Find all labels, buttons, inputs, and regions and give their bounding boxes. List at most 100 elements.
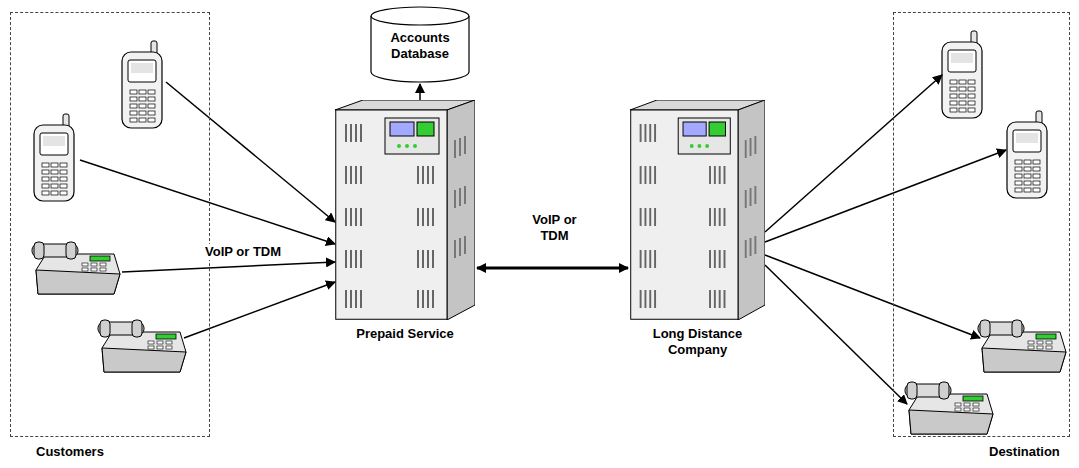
- desk-phone: [32, 242, 120, 294]
- illustration-part: [447, 100, 475, 320]
- cell-phone: [122, 41, 162, 128]
- illustration-part: [709, 122, 725, 136]
- illustration-part: [724, 166, 726, 184]
- illustration-part: [422, 166, 424, 184]
- illustration-part: [422, 290, 424, 308]
- illustration-part: [345, 290, 347, 308]
- customers-region: Customers: [10, 12, 210, 437]
- illustration-part: [432, 208, 434, 226]
- cell-phone: [34, 114, 74, 201]
- illustration-part: [754, 236, 756, 254]
- illustration-part: [427, 290, 429, 308]
- connector-line: [477, 267, 628, 270]
- illustration-part: [709, 208, 711, 226]
- illustration-part: [371, 7, 469, 25]
- database-cylinder: Accounts Database: [370, 6, 470, 84]
- connector-line: [166, 82, 335, 222]
- illustration-part: [464, 136, 466, 154]
- illustration-part: [459, 138, 461, 156]
- illustration-part: [350, 166, 352, 184]
- illustration-part: [464, 186, 466, 204]
- illustration-part: [360, 290, 362, 308]
- illustration-part: [644, 290, 646, 308]
- connector: [765, 75, 1006, 404]
- database-label: Accounts Database: [376, 30, 464, 62]
- illustration-part: [390, 122, 414, 136]
- illustration-part: [336, 110, 447, 319]
- illustration-part: [649, 208, 651, 226]
- illustration-part: [640, 208, 642, 226]
- illustration-part: [709, 290, 711, 308]
- illustration-part: [719, 166, 721, 184]
- illustration-part: [454, 240, 456, 258]
- illustration-part: [355, 208, 357, 226]
- illustration-part: [371, 16, 469, 82]
- connector-line: [80, 160, 335, 244]
- destination-region: Destination: [893, 12, 1070, 437]
- region-label: Destination: [989, 444, 1060, 460]
- illustration-part: [397, 144, 401, 148]
- connector-line: [184, 282, 335, 338]
- illustration-part: [355, 290, 357, 308]
- connector: [420, 84, 421, 100]
- server-label: Long Distance Company: [630, 326, 765, 358]
- server-node: Long Distance Company: [630, 100, 765, 358]
- illustration-part: [640, 124, 642, 142]
- illustration-part: [738, 100, 765, 320]
- connector-line: [122, 262, 335, 272]
- illustration-part: [355, 250, 357, 268]
- illustration-part: [432, 250, 434, 268]
- illustration-part: [454, 190, 456, 208]
- illustration-part: [335, 100, 475, 320]
- illustration-part: [719, 290, 721, 308]
- illustration-part: [719, 208, 721, 226]
- connector-line: [765, 150, 1006, 242]
- illustration-part: [360, 250, 362, 268]
- illustration-part: [644, 208, 646, 226]
- illustration-part: [724, 290, 726, 308]
- illustration-part: [644, 166, 646, 184]
- illustration-part: [417, 250, 419, 268]
- illustration-part: [754, 136, 756, 154]
- illustration-part: [405, 144, 409, 148]
- illustration-part: [345, 250, 347, 268]
- illustration-part: [345, 208, 347, 226]
- illustration-part: [644, 124, 646, 142]
- illustration-part: [464, 236, 466, 254]
- illustration-part: [427, 166, 429, 184]
- illustration-part: [750, 138, 752, 156]
- connector: [477, 268, 628, 269]
- illustration-part: [745, 140, 747, 158]
- illustration-part: [459, 238, 461, 256]
- illustration-part: [654, 290, 656, 308]
- illustration-part: [649, 290, 651, 308]
- illustration-part: [417, 166, 419, 184]
- illustration-part: [459, 188, 461, 206]
- desk-phone: [905, 382, 993, 434]
- illustration-part: [360, 166, 362, 184]
- illustration-part: [683, 122, 706, 136]
- illustration-part: [360, 124, 362, 142]
- connector-line: [419, 84, 421, 100]
- illustration-part: [427, 208, 429, 226]
- illustration-part: [355, 124, 357, 142]
- illustration-part: [432, 166, 434, 184]
- region-label: Customers: [36, 444, 104, 460]
- illustration-part: [640, 166, 642, 184]
- illustration-part: [640, 250, 642, 268]
- illustration-part: [724, 250, 726, 268]
- illustration-part: [745, 190, 747, 208]
- illustration-part: [750, 188, 752, 206]
- connector-line: [765, 265, 907, 404]
- illustration-part: [345, 124, 347, 142]
- illustration-part: [714, 166, 716, 184]
- illustration-part: [654, 250, 656, 268]
- illustration-part: [644, 250, 646, 268]
- illustration-part: [649, 166, 651, 184]
- illustration-part: [427, 250, 429, 268]
- illustration-part: [350, 124, 352, 142]
- illustration-part: [417, 122, 434, 136]
- illustration-part: [631, 110, 738, 319]
- illustration-part: [654, 208, 656, 226]
- edge-label: VoIP or TDM: [203, 244, 283, 260]
